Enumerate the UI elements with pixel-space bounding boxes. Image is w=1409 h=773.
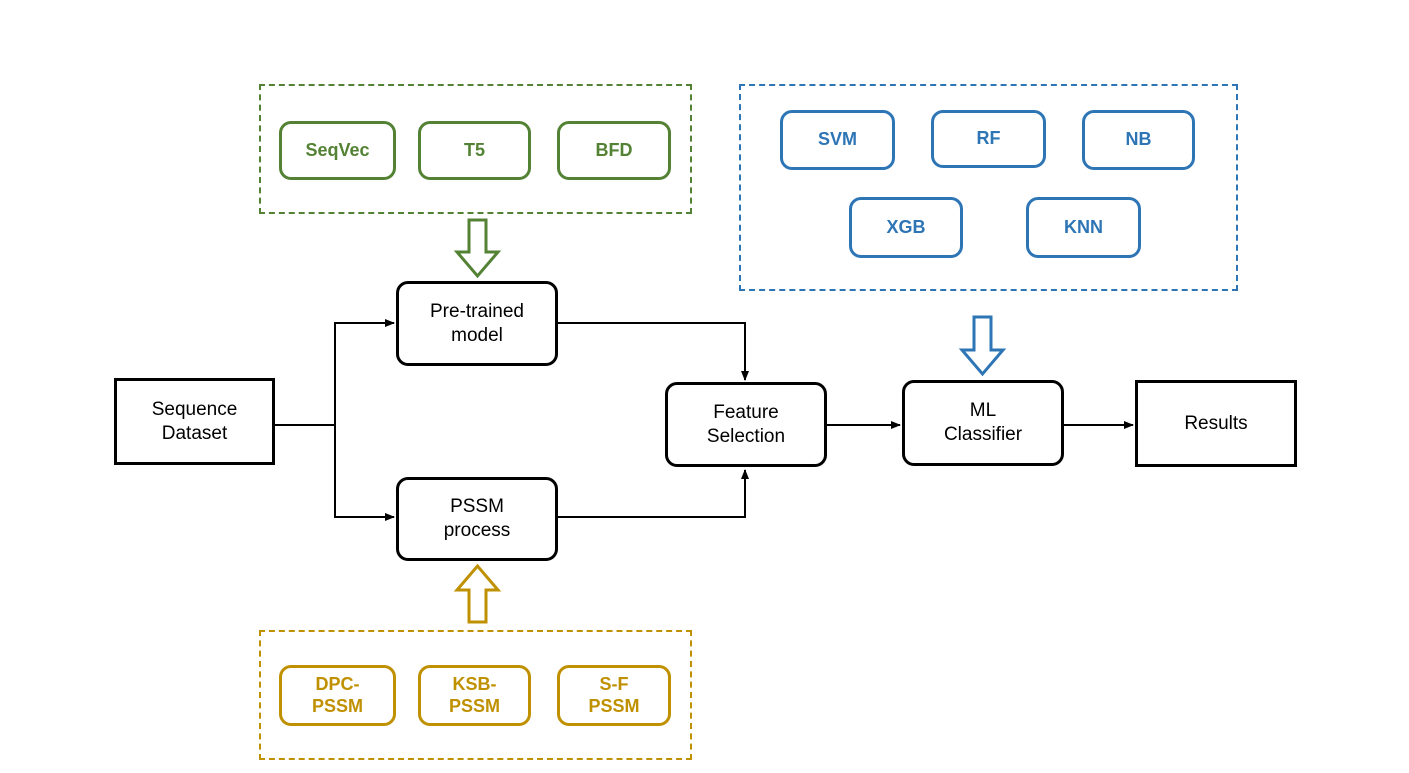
classifiers-group — [739, 84, 1238, 291]
ksb-pssm-feature: KSB- PSSM — [418, 665, 531, 726]
results-node: Results — [1135, 380, 1297, 467]
xgb-classifier: XGB — [849, 197, 963, 258]
seqvec-model: SeqVec — [279, 121, 396, 180]
pssm-features-group — [259, 630, 692, 760]
edge-pssm-to-feature — [558, 469, 749, 518]
rf-classifier: RF — [931, 110, 1046, 168]
ml-classifier-node: ML Classifier — [902, 380, 1064, 466]
pssm-features-up-arrow — [453, 563, 502, 624]
t5-model: T5 — [418, 121, 531, 180]
bfd-model: BFD — [557, 121, 671, 180]
knn-classifier: KNN — [1026, 197, 1141, 258]
svm-classifier: SVM — [780, 110, 895, 170]
embeddings-down-arrow — [453, 218, 502, 279]
edge-pretrained-to-feature — [558, 322, 749, 381]
pssm-process-node: PSSM process — [396, 477, 558, 561]
edge-dataset-to-pretrained — [275, 319, 395, 426]
sequence-dataset-node: Sequence Dataset — [114, 378, 275, 465]
nb-classifier: NB — [1082, 110, 1195, 170]
classifiers-down-arrow — [958, 315, 1007, 377]
dpc-pssm-feature: DPC- PSSM — [279, 665, 396, 726]
feature-selection-node: Feature Selection — [665, 382, 827, 467]
edge-dataset-to-pssm — [334, 425, 395, 521]
s-f-pssm-feature: S-F PSSM — [557, 665, 671, 726]
pretrained-model-node: Pre-trained model — [396, 281, 558, 366]
embeddings-group — [259, 84, 692, 214]
